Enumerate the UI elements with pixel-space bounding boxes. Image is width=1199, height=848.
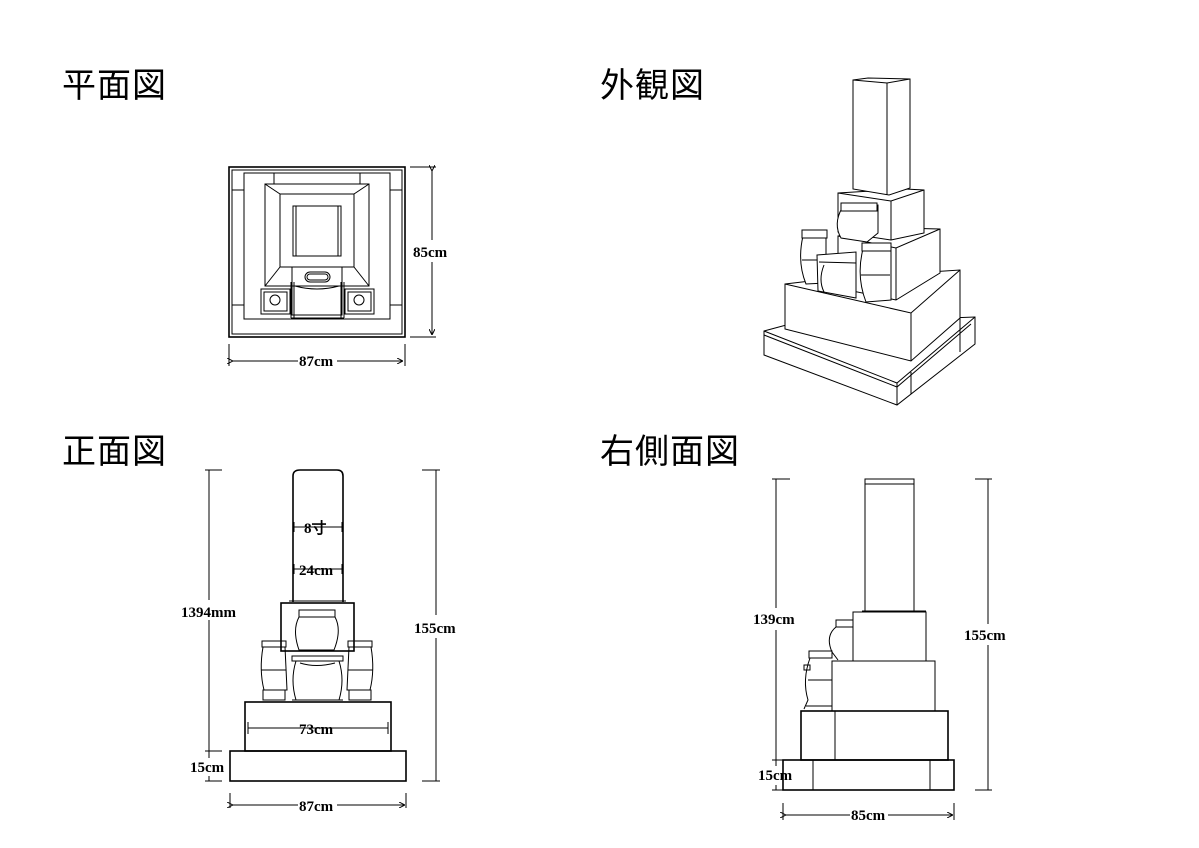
- side-base-height-label: 15cm: [758, 768, 793, 784]
- front-middle-base-width-label: 73cm: [299, 722, 334, 738]
- plan-upper-base: [264, 183, 370, 287]
- plan-middle-base: [243, 172, 391, 320]
- front-water-table: [291, 655, 344, 662]
- front-base-height-label: 15cm: [190, 760, 225, 776]
- front-base-width-label: 87cm: [299, 799, 334, 815]
- plan-incense-holder: [291, 266, 343, 316]
- side-bottom-base: [782, 759, 955, 791]
- front-pillar-width-cm-label: 24cm: [299, 563, 334, 579]
- front-vase-left: [260, 646, 288, 691]
- plan-vase-left: [260, 288, 291, 315]
- side-upper-height-label: 139cm: [753, 612, 795, 628]
- plan-vase-right: [344, 288, 375, 315]
- plan-pillar: [292, 205, 342, 257]
- front-total-height-label: 155cm: [414, 621, 456, 637]
- plan-outer-base-inner: [231, 169, 403, 335]
- plan-width-label: 87cm: [299, 354, 334, 370]
- plan-view-drawing: [229, 167, 436, 366]
- front-view-title: 正面図: [62, 432, 167, 472]
- perspective-view-title: 外観図: [600, 66, 705, 106]
- plan-view-title: 平面図: [62, 66, 167, 106]
- front-upper-height-label: 1394mm: [181, 605, 236, 621]
- front-pillar-width-sun-label: 8寸: [304, 519, 327, 537]
- front-middle-base: [244, 701, 392, 752]
- front-vase-right: [346, 646, 374, 691]
- side-base-depth-label: 85cm: [851, 808, 886, 824]
- perspective-view-drawing: [763, 77, 976, 406]
- front-bottom-base: [229, 750, 407, 782]
- front-upper-base: [280, 602, 355, 652]
- side-pillar: [864, 478, 915, 613]
- plan-water-basin: [304, 271, 331, 283]
- side-middle-base: [800, 710, 949, 761]
- right-side-view-title: 右側面図: [600, 432, 740, 472]
- front-view-drawing: [205, 469, 440, 808]
- front-pillar: [292, 469, 344, 602]
- right-side-view-drawing: [772, 478, 992, 820]
- side-total-height-label: 155cm: [964, 628, 1006, 644]
- front-incense-top: [298, 609, 336, 618]
- side-top-base: [852, 611, 927, 662]
- side-upper-base: [831, 660, 936, 712]
- plan-depth-label: 85cm: [413, 245, 448, 261]
- plan-outer-base: [228, 166, 406, 338]
